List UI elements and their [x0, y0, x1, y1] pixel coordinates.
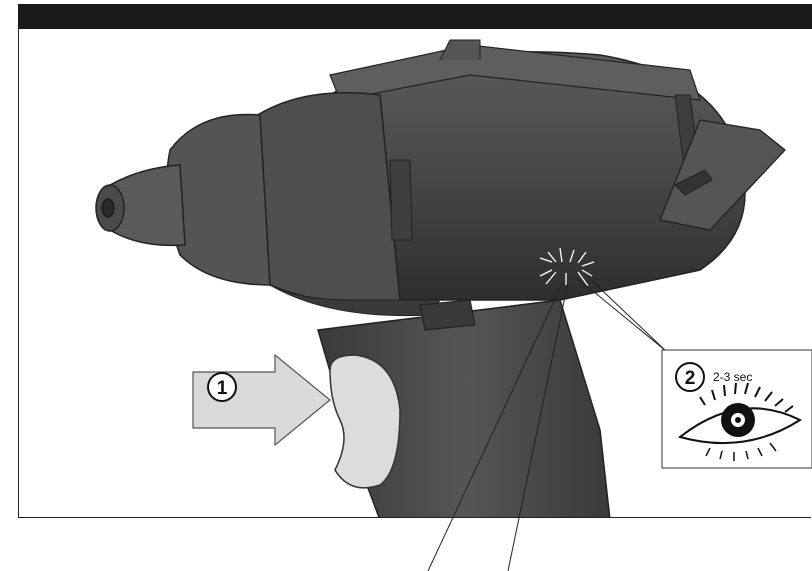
callout-lines [427, 275, 668, 571]
led-flash-icon [539, 247, 595, 287]
step-2-number: 2 [685, 368, 696, 389]
direction-switch [419, 299, 476, 331]
header-bar [18, 4, 812, 29]
eye-icon [677, 382, 803, 461]
step-1-number: 1 [217, 378, 228, 399]
nose-cone [109, 164, 186, 247]
trigger [329, 354, 401, 489]
duration-label: 2-3 sec [713, 370, 753, 384]
arrow-icon: 1 [192, 353, 331, 447]
callout-box-step-2: 2 [661, 349, 812, 469]
belt-clip [659, 119, 786, 231]
figure-frame [18, 29, 811, 518]
